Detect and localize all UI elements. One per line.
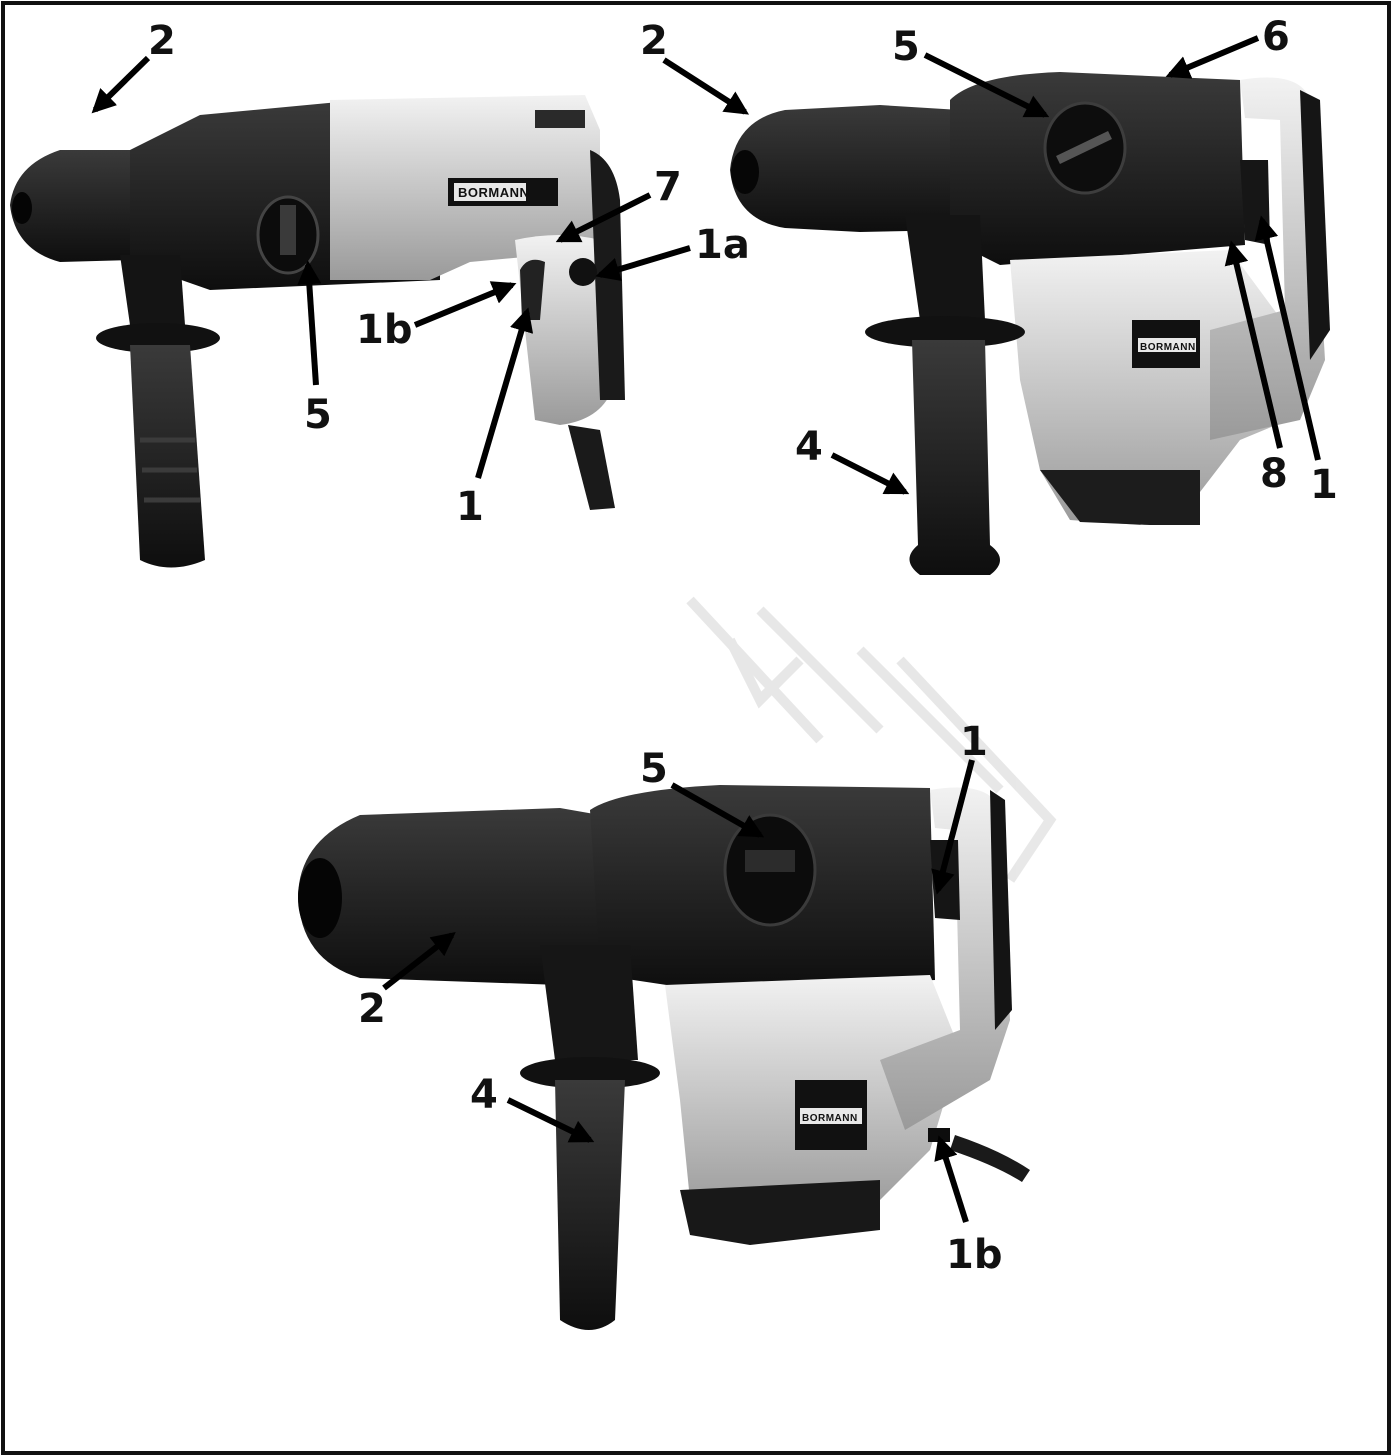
drill-2-callouts: 2 5 6 4 8 1: [640, 14, 1338, 508]
drill-3-callouts: 5 1 2 4 1b: [358, 719, 1002, 1278]
arrow-top-cover: [1165, 35, 1260, 79]
drill-1-speed-wheel: [569, 258, 597, 286]
drill-1-bit-opening: [12, 192, 32, 224]
label-mode-selector: 5: [304, 392, 332, 438]
arrow-speed-wheel: [595, 245, 691, 281]
label-top-cover: 6: [1262, 14, 1290, 60]
drill-1-chuck: [10, 150, 135, 262]
drill-1-side-handle-stem: [120, 255, 185, 325]
drill-3-lock-button: [928, 1128, 950, 1142]
arrow-trigger: [475, 307, 534, 479]
label-mode-selector: 5: [640, 746, 668, 792]
drill-3-illustration: BORMANN: [298, 785, 1030, 1330]
arrow-trigger: [1254, 215, 1321, 461]
drill-1-trigger: [520, 259, 545, 320]
drill-2-logo-text: BORMANN: [1140, 342, 1196, 353]
drill-2-bit-opening: [731, 150, 759, 194]
drill-1-cable: [568, 425, 615, 510]
label-indicator: 8: [1260, 451, 1288, 497]
watermark: [686, 596, 1057, 883]
arrow-indicator: [1224, 240, 1283, 449]
arrow-chuck: [382, 932, 456, 991]
drill-3-side-handle-grip: [555, 1080, 625, 1330]
arrow-chuck: [662, 57, 750, 115]
arrow-mode-selector: [670, 782, 765, 838]
drill-2-chuck: [730, 105, 960, 232]
drill-3-base: [680, 1180, 880, 1245]
label-side-handle: 4: [470, 1072, 498, 1118]
drill-1-logo-text: BORMANN: [458, 185, 529, 200]
drill-1-callouts: 2 5 7 1a 1b 1: [91, 18, 750, 530]
arrow-mode-selector: [923, 52, 1050, 118]
drill-3-side-handle-stem: [540, 945, 638, 1060]
label-lock-button: 7: [654, 164, 682, 210]
drill-2-rear-handle: [1210, 77, 1325, 440]
label-switch-lock: 1b: [946, 1232, 1002, 1278]
label-speed-wheel: 1a: [695, 222, 750, 268]
drill-1-illustration: BORMANN: [10, 95, 625, 568]
label-switch-lock: 1b: [356, 307, 412, 353]
arrow-switch-lock: [413, 281, 517, 328]
drill-3-side-handle-ring: [520, 1057, 660, 1089]
label-chuck: 2: [640, 18, 668, 64]
label-trigger: 1: [960, 719, 988, 765]
drill-2-base: [1040, 470, 1200, 525]
arrow-chuck: [91, 55, 151, 114]
drill-2-side-handle-grip: [909, 340, 1000, 575]
label-side-handle: 4: [795, 424, 823, 470]
arrow-side-handle: [506, 1097, 595, 1143]
arrow-mode-selector: [297, 260, 322, 386]
drill-3-chuck: [298, 808, 600, 985]
drill-3-bit-opening: [298, 858, 342, 938]
drill-1-side-handle-grip: [130, 345, 205, 568]
label-trigger: 1: [456, 484, 484, 530]
label-chuck: 2: [148, 18, 176, 64]
arrow-side-handle: [830, 452, 910, 495]
drill-3-cable: [950, 1135, 1030, 1182]
drill-2-illustration: BORMANN: [730, 72, 1330, 575]
arrow-switch-lock: [934, 1135, 969, 1223]
arrow-trigger: [931, 759, 975, 895]
label-trigger: 1: [1310, 462, 1338, 508]
drill-1-vent: [535, 110, 585, 128]
arrow-lock-button: [555, 192, 652, 243]
drill-2-motor-housing: [1010, 250, 1300, 525]
label-mode-selector: 5: [892, 24, 920, 70]
drill-3-logo-text: BORMANN: [802, 1113, 858, 1124]
drill-2-side-handle-stem: [905, 215, 985, 320]
label-chuck: 2: [358, 986, 386, 1032]
drill-3-rear-handle: [880, 787, 1010, 1130]
